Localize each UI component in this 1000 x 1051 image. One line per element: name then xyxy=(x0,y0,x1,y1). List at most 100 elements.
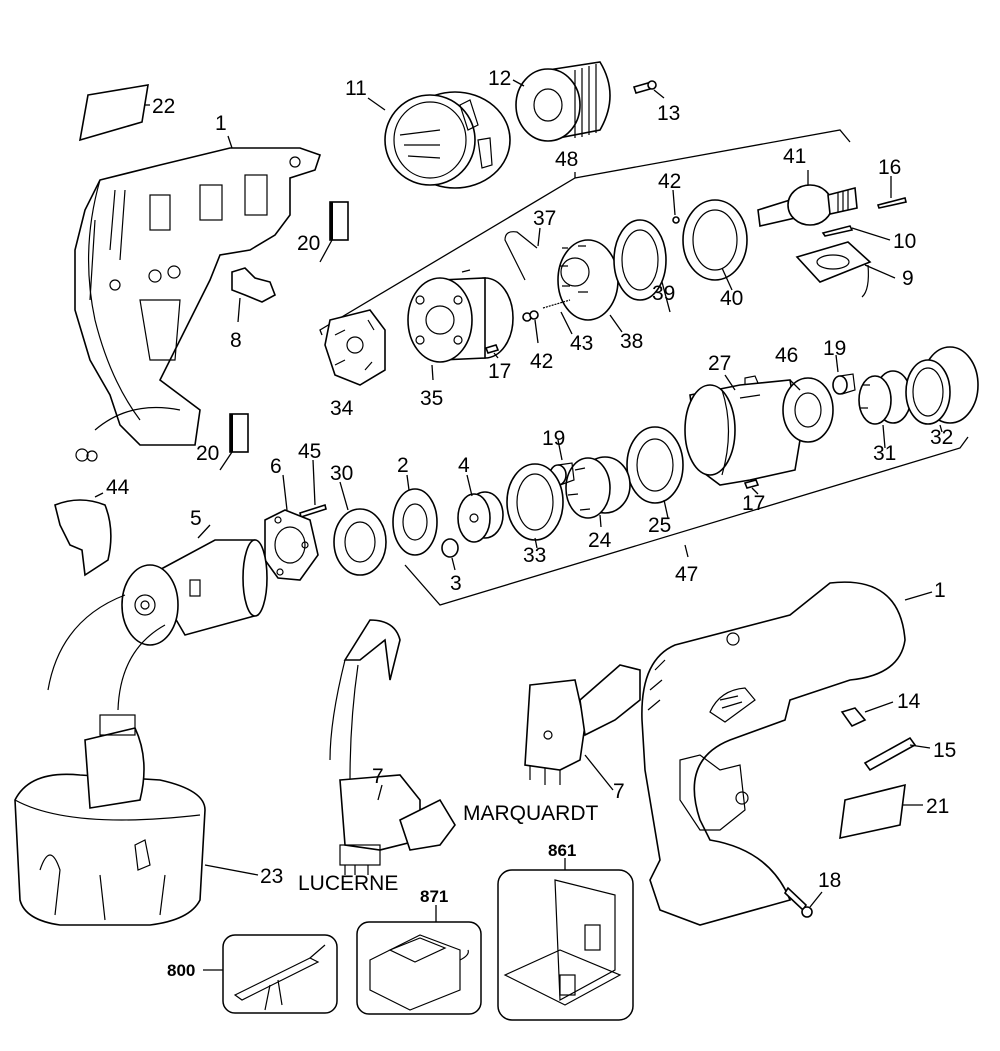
label-6: 6 xyxy=(270,455,282,478)
part-33-ring xyxy=(506,463,564,549)
accessory-871-charger xyxy=(356,905,482,1015)
part-30-washer xyxy=(333,481,387,576)
label-5: 5 xyxy=(190,507,202,530)
label-27: 27 xyxy=(708,352,731,375)
part-10-spring-clip xyxy=(821,225,891,241)
part-22-label-sticker xyxy=(78,84,150,142)
label-20-top: 20 xyxy=(297,232,320,255)
label-31: 31 xyxy=(873,442,896,465)
label-12: 12 xyxy=(488,67,511,90)
part-18-screw xyxy=(783,886,823,918)
label-lucerne: LUCERNE xyxy=(298,872,398,895)
part-16-pin xyxy=(876,176,907,209)
part-40-ring xyxy=(682,199,748,291)
label-47: 47 xyxy=(675,563,698,586)
part-24-planet-carrier xyxy=(565,456,631,528)
part-2-plate xyxy=(392,474,438,556)
label-10: 10 xyxy=(893,230,916,253)
label-18: 18 xyxy=(818,869,841,892)
part-7-switch-lucerne xyxy=(329,619,456,875)
label-17-bottom: 17 xyxy=(742,492,765,515)
part-20-brush-bottom xyxy=(219,413,249,471)
label-22: 22 xyxy=(152,95,175,118)
part-labels: 22 1 11 12 13 48 42 41 16 37 10 9 20 8 3… xyxy=(106,67,956,980)
label-25: 25 xyxy=(648,514,671,537)
label-1-left-housing: 1 xyxy=(215,112,227,135)
accessory-800-caulk-gun xyxy=(203,934,338,1014)
label-43: 43 xyxy=(570,332,593,355)
part-3-pinion xyxy=(441,538,459,571)
label-19-bottom: 19 xyxy=(542,427,565,450)
label-40: 40 xyxy=(720,287,743,310)
label-marquardt: MARQUARDT xyxy=(463,802,599,825)
part-4-gear xyxy=(457,474,504,543)
part-20-brush-top xyxy=(319,201,349,263)
part-44 xyxy=(54,492,112,577)
label-3: 3 xyxy=(450,572,462,595)
part-23-battery xyxy=(14,714,259,926)
part-34 xyxy=(324,309,386,386)
label-16: 16 xyxy=(878,156,901,179)
part-46-washer xyxy=(782,377,834,443)
part-1-housing-left xyxy=(74,147,322,462)
label-7-lucerne: 7 xyxy=(372,765,384,788)
label-20-bottom: 20 xyxy=(196,442,219,465)
bracket-47 xyxy=(404,436,969,606)
label-23: 23 xyxy=(260,865,283,888)
label-8: 8 xyxy=(230,329,242,352)
label-21: 21 xyxy=(926,795,949,818)
part-8 xyxy=(231,267,276,323)
label-24: 24 xyxy=(588,529,612,552)
part-17-screw-top xyxy=(484,344,500,359)
part-42-balls xyxy=(522,310,539,344)
label-800: 800 xyxy=(167,961,195,980)
label-7-marquardt: 7 xyxy=(613,780,625,803)
label-1-right-housing: 1 xyxy=(934,579,946,602)
label-13: 13 xyxy=(657,102,680,125)
part-21-label-sticker xyxy=(839,783,923,840)
part-19-gear-top xyxy=(832,354,856,395)
part-35-clutch-housing xyxy=(407,269,514,381)
part-14 xyxy=(840,701,894,728)
label-48: 48 xyxy=(555,148,578,171)
label-32: 32 xyxy=(930,426,953,449)
label-45: 45 xyxy=(298,440,321,463)
label-38: 38 xyxy=(620,330,643,353)
label-42-bottom: 42 xyxy=(530,350,553,373)
label-4: 4 xyxy=(458,454,470,477)
label-861: 861 xyxy=(548,841,576,860)
part-5-motor xyxy=(47,524,268,711)
part-7-switch-marquardt xyxy=(524,664,641,791)
part-38-pin-plate xyxy=(557,239,623,333)
label-11: 11 xyxy=(345,77,367,100)
part-15-bit xyxy=(863,736,931,772)
part-11-collar xyxy=(367,91,511,189)
label-17-top: 17 xyxy=(488,360,511,383)
label-9: 9 xyxy=(902,267,914,290)
part-42-ball-top xyxy=(672,189,680,224)
label-871: 871 xyxy=(420,887,448,906)
label-46: 46 xyxy=(775,344,798,367)
label-14: 14 xyxy=(897,690,921,713)
part-32 xyxy=(905,346,979,433)
part-1-housing-right xyxy=(641,581,933,926)
part-6-motor-plate xyxy=(264,474,319,581)
part-12-chuck xyxy=(512,61,611,142)
part-39-ball-ring xyxy=(613,219,671,313)
label-15: 15 xyxy=(933,739,956,762)
label-41: 41 xyxy=(783,145,806,168)
part-45-screw xyxy=(299,459,327,519)
part-13-screw xyxy=(632,80,665,99)
label-42-top: 42 xyxy=(658,170,681,193)
label-2: 2 xyxy=(397,454,409,477)
label-35: 35 xyxy=(420,387,443,410)
label-19-top: 19 xyxy=(823,337,846,360)
part-31 xyxy=(858,370,912,449)
part-9-plate xyxy=(795,241,896,298)
part-27-gear-housing xyxy=(684,374,801,486)
label-33: 33 xyxy=(523,544,546,567)
part-17-screw-bottom xyxy=(743,479,760,495)
part-37-clip xyxy=(504,227,541,281)
label-30: 30 xyxy=(330,462,353,485)
